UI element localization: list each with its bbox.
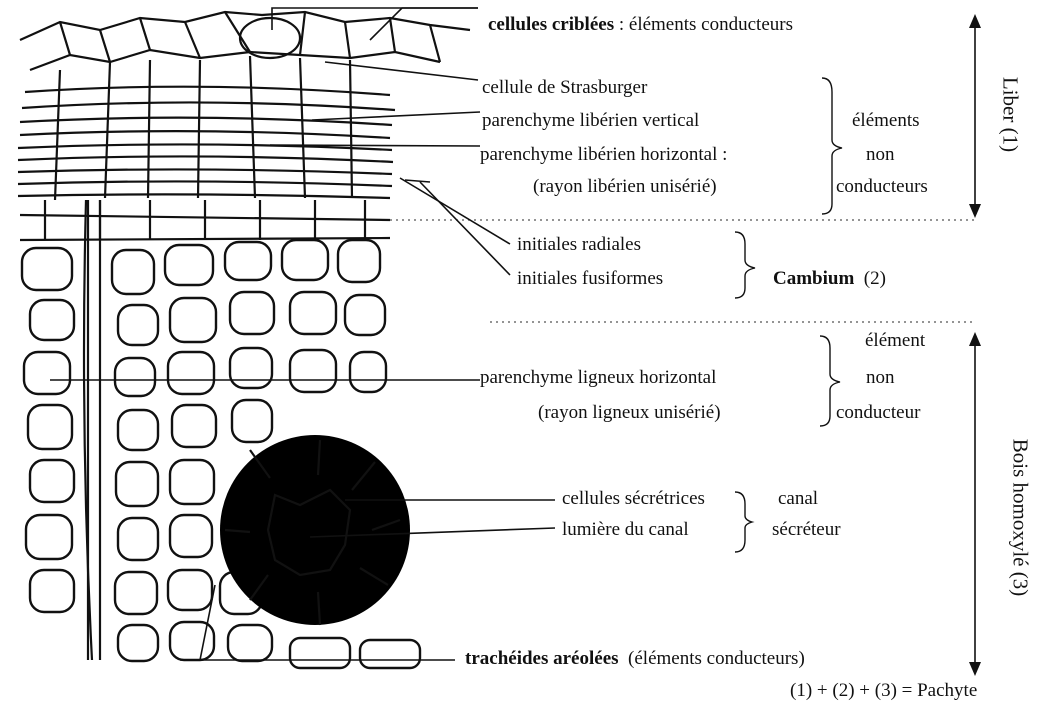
label-conducteur: conducteur: [836, 402, 920, 424]
label-secreteur: sécréteur: [772, 519, 841, 541]
braces: [735, 78, 842, 552]
label-par-lib-vertical: parenchyme libérien vertical: [482, 110, 699, 132]
label-cambium: Cambium (2): [773, 268, 886, 290]
label-rayon-liberien: (rayon libérien unisérié): [533, 176, 717, 198]
label-element: élément: [865, 330, 925, 352]
label-cellules-criblees-rest: : éléments conducteurs: [614, 14, 793, 35]
label-cambium-name: Cambium: [773, 268, 854, 289]
label-tracheides: trachéides aréolées (éléments conducteur…: [465, 648, 805, 670]
label-rayon-ligneux: (rayon ligneux unisérié): [538, 402, 721, 424]
label-initiales-radiales: initiales radiales: [517, 234, 641, 256]
label-cambium-number: (2): [864, 268, 886, 289]
label-liber: Liber (1): [998, 65, 1023, 165]
label-formula: (1) + (2) + (3) = Pachyte: [790, 680, 977, 702]
label-cellules-criblees: cellules criblées : éléments conducteurs: [488, 14, 793, 36]
label-canal: canal: [778, 488, 818, 510]
label-non-2: non: [866, 367, 895, 389]
label-cellules-secretrices: cellules sécrétrices: [562, 488, 705, 510]
label-initiales-fusiformes: initiales fusiformes: [517, 268, 663, 290]
label-elements: éléments: [852, 110, 920, 132]
label-conducteurs: conducteurs: [836, 176, 928, 198]
label-lumiere-canal: lumière du canal: [562, 519, 689, 541]
label-par-ligneux-horizontal: parenchyme ligneux horizontal: [480, 367, 716, 389]
label-cellules-criblees-bold: cellules criblées: [488, 14, 614, 35]
label-non: non: [866, 144, 895, 166]
range-arrows: [969, 14, 981, 676]
secretory-canal-drawing: [220, 435, 410, 625]
label-par-lib-horizontal: parenchyme libérien horizontal :: [480, 144, 727, 166]
label-strasburger: cellule de Strasburger: [482, 77, 647, 99]
label-tracheides-rest: (éléments conducteurs): [628, 648, 805, 669]
label-tracheides-bold: trachéides aréolées: [465, 648, 619, 669]
label-bois-homoxyle: Bois homoxylé (3): [1008, 418, 1033, 618]
